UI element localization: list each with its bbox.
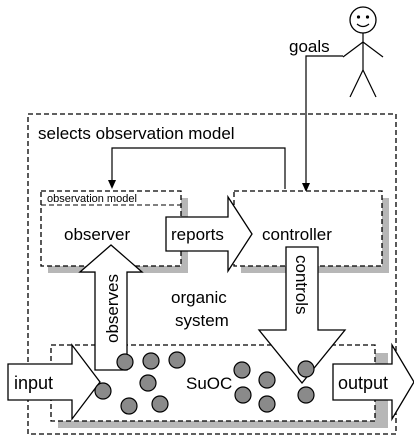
goals-label: goals [289, 37, 330, 56]
agent-ball [258, 395, 276, 413]
system-label: system [175, 311, 229, 330]
agent-ball [297, 360, 315, 378]
selects-observation-model-label: selects observation model [38, 124, 235, 143]
suoc-agents [94, 351, 315, 415]
agent-ball [168, 351, 186, 369]
output-arrow [332, 342, 414, 422]
input-arrow [7, 343, 101, 421]
agent-ball [234, 386, 252, 404]
reports-arrow [165, 194, 253, 274]
agent-ball [142, 352, 160, 370]
suoc-label: SuOC [186, 374, 232, 393]
output-label: output [338, 373, 388, 393]
controls-label: controls [292, 255, 311, 315]
agent-ball [120, 397, 138, 415]
controls-arrow [257, 246, 347, 385]
observation-model-label: observation model [47, 193, 137, 205]
selects-arrowhead [108, 180, 116, 189]
observes-label: observes [103, 274, 122, 343]
human-figure-icon [342, 6, 384, 98]
observer-label: observer [64, 225, 130, 244]
controller-label: controller [262, 225, 332, 244]
agent-ball [297, 386, 315, 404]
input-label: input [14, 373, 53, 393]
selects-connector [111, 147, 286, 189]
agent-ball [233, 361, 251, 379]
agent-ball [151, 395, 169, 413]
goals-connector [305, 55, 343, 186]
goals-arrowhead [302, 183, 310, 192]
reports-label: reports [171, 225, 224, 244]
agent-ball [139, 374, 157, 392]
agent-ball [258, 371, 276, 389]
agent-ball [116, 353, 134, 371]
organic-label: organic [171, 288, 227, 307]
agent-ball [94, 382, 112, 400]
